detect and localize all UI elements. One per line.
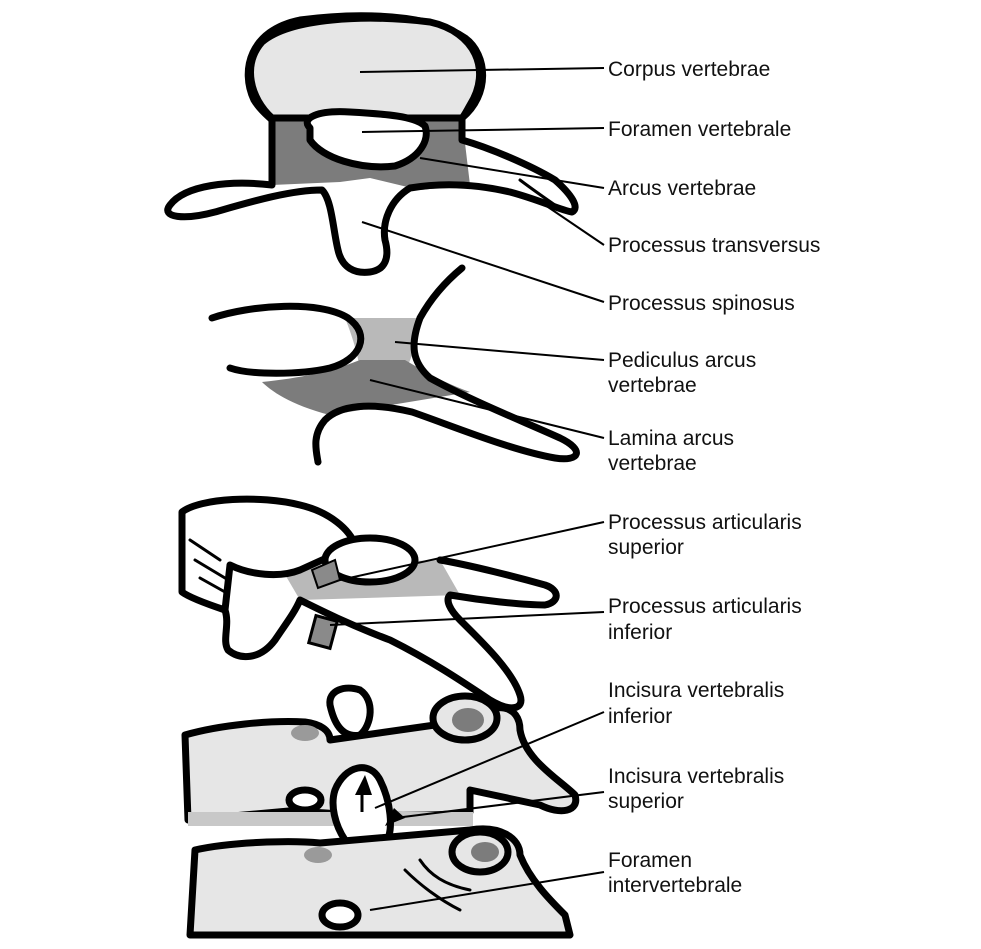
upper-spinous-top — [330, 688, 370, 735]
lower-facet-shade — [471, 842, 499, 862]
upper-bottom-knob — [289, 790, 321, 810]
label-incisura-superior-line2: superior — [608, 790, 684, 813]
leader-spinosus — [362, 222, 604, 302]
upper-left-knob — [291, 725, 319, 741]
label-foramen-iv-line2: intervertebrale — [608, 874, 742, 897]
panel-superior-view — [168, 16, 575, 273]
label-spinosus: Processus spinosus — [608, 292, 795, 315]
label-incisura-superior-line1: Incisura vertebralis — [608, 765, 784, 788]
label-art-inferior-line1: Processus articularis — [608, 595, 802, 618]
upper-facet-shade — [452, 708, 484, 732]
label-foramen-vertebrale: Foramen vertebrale — [608, 118, 791, 141]
label-art-superior-line1: Processus articularis — [608, 511, 802, 534]
leader-pediculus — [395, 342, 604, 360]
label-foramen-iv-line1: Foramen — [608, 849, 692, 872]
label-art-inferior-line2: inferior — [608, 621, 672, 644]
panel-arch-closeup — [212, 268, 576, 462]
label-lamina-line1: Lamina arcus — [608, 427, 734, 450]
label-corpus: Corpus vertebrae — [608, 58, 770, 81]
label-lamina-line2: vertebrae — [608, 452, 697, 475]
labels: Corpus vertebrae Foramen vertebrale Arcu… — [608, 58, 820, 897]
panel-oblique-view — [182, 499, 556, 708]
label-incisura-inferior-line2: inferior — [608, 705, 672, 728]
art-inferior-process — [309, 616, 337, 649]
corpus-vertebrae — [251, 18, 480, 118]
arch-outline-left — [212, 306, 361, 373]
label-arcus: Arcus vertebrae — [608, 177, 756, 200]
label-incisura-inferior-line1: Incisura vertebralis — [608, 679, 784, 702]
label-art-superior-line2: superior — [608, 536, 684, 559]
label-transversus: Processus transversus — [608, 234, 820, 257]
label-pediculus-line2: vertebrae — [608, 374, 697, 397]
lower-vertebra-body — [190, 829, 570, 935]
lower-bottom-knob — [322, 903, 358, 927]
label-pediculus-line1: Pediculus arcus — [608, 349, 756, 372]
panel-lateral-view — [185, 688, 576, 935]
lower-left-knob — [304, 847, 332, 863]
